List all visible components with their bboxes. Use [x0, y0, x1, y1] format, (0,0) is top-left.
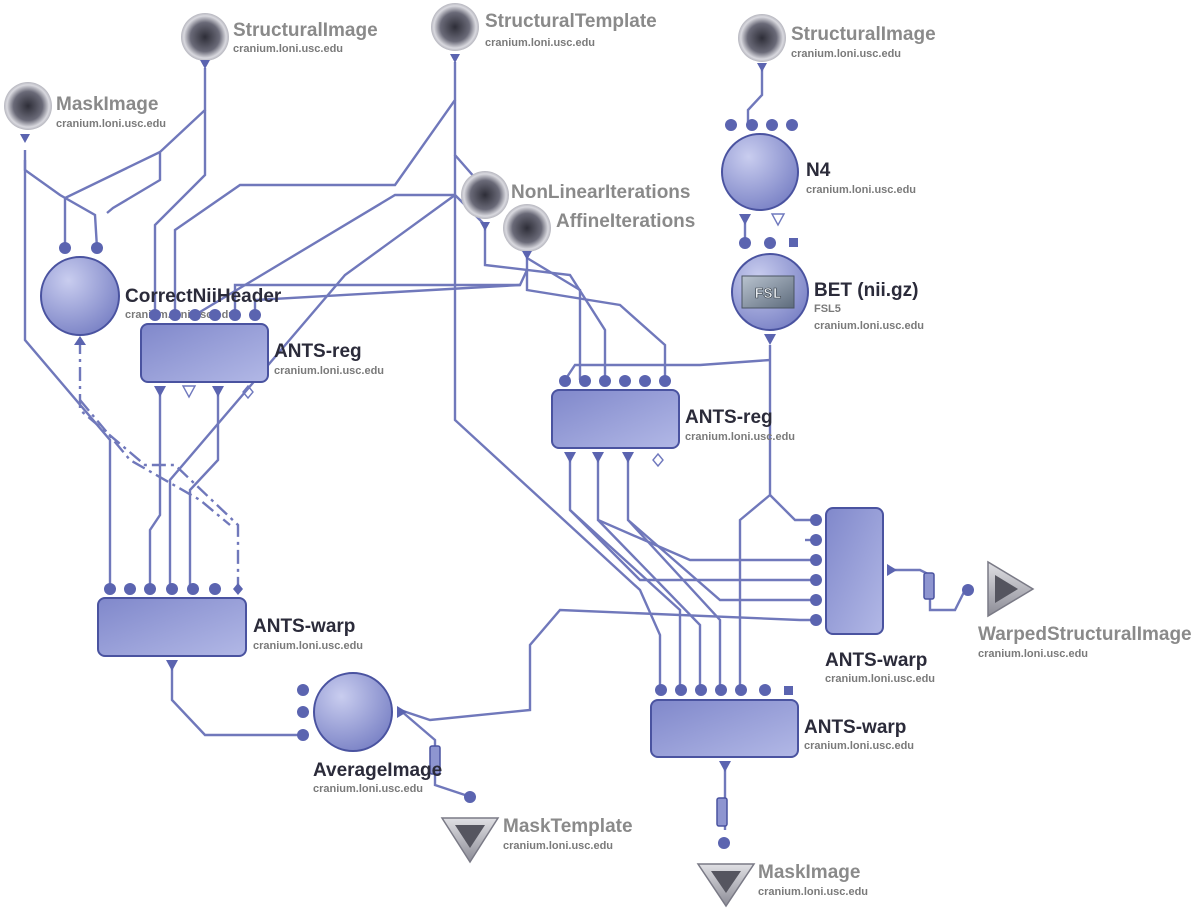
- io-mask-image-in[interactable]: MaskImage cranium.loni.usc.edu: [4, 82, 166, 143]
- module-box: [825, 507, 884, 635]
- module-ants-warp-2[interactable]: ANTS-warp cranium.loni.usc.edu: [810, 507, 974, 685]
- io-host: cranium.loni.usc.edu: [758, 886, 868, 898]
- converter-icon: [716, 797, 728, 827]
- io-mask-image-out[interactable]: MaskImage cranium.loni.usc.edu: [696, 862, 868, 908]
- module-box: [650, 699, 799, 758]
- module-label: N4: [806, 160, 831, 181]
- module-box: [140, 323, 269, 383]
- connection-wires: [23, 62, 967, 830]
- io-label: StructuralImage: [233, 20, 378, 41]
- io-host: cranium.loni.usc.edu: [485, 37, 595, 49]
- module-host: cranium.loni.usc.edu: [685, 431, 795, 443]
- module-label: ANTS-warp: [253, 616, 355, 637]
- module-average-image[interactable]: AverageImage cranium.loni.usc.edu: [297, 672, 476, 803]
- module-ants-warp-1[interactable]: ANTS-warp cranium.loni.usc.edu: [97, 583, 363, 671]
- io-label: StructuralTemplate: [485, 11, 657, 32]
- io-affine-iterations[interactable]: AffineIterations: [480, 204, 695, 260]
- converter-icon: [429, 745, 441, 775]
- io-label: MaskTemplate: [503, 816, 633, 837]
- input-disk-icon: [431, 3, 479, 51]
- module-sub: FSL5: [814, 303, 841, 315]
- module-label: BET (nii.gz): [814, 280, 918, 301]
- io-label: StructuralImage: [791, 24, 936, 45]
- io-nonlinear-iterations[interactable]: NonLinearIterations: [461, 171, 690, 219]
- module-ants-reg-2[interactable]: ANTS-reg cranium.loni.usc.edu: [551, 375, 795, 468]
- io-label: MaskImage: [758, 862, 860, 883]
- module-label: CorrectNiiHeader: [125, 286, 282, 307]
- module-ants-warp-3[interactable]: ANTS-warp cranium.loni.usc.edu: [650, 684, 914, 849]
- module-label: ANTS-reg: [685, 407, 773, 428]
- io-label: WarpedStructuralImage: [978, 624, 1192, 645]
- input-disk-icon: [503, 204, 551, 252]
- io-label: MaskImage: [56, 94, 158, 115]
- io-host: cranium.loni.usc.edu: [56, 118, 166, 130]
- module-host: cranium.loni.usc.edu: [825, 673, 935, 685]
- io-label: AffineIterations: [556, 211, 695, 232]
- module-box: [551, 389, 680, 449]
- io-host: cranium.loni.usc.edu: [791, 48, 901, 60]
- module-ball-icon: [721, 133, 799, 211]
- module-host: cranium.loni.usc.edu: [253, 640, 363, 652]
- input-disk-icon: [738, 14, 786, 62]
- module-label: ANTS-reg: [274, 341, 362, 362]
- io-warped-structural-image[interactable]: WarpedStructuralImage cranium.loni.usc.e…: [978, 560, 1192, 660]
- module-box: [97, 597, 247, 657]
- io-structural-image-2[interactable]: StructuralImage cranium.loni.usc.edu: [738, 14, 936, 72]
- module-label: ANTS-warp: [825, 650, 927, 671]
- input-disk-icon: [4, 82, 52, 130]
- module-label: ANTS-warp: [804, 717, 906, 738]
- module-host: cranium.loni.usc.edu: [313, 783, 423, 795]
- module-ball-icon: [313, 672, 393, 752]
- io-label: NonLinearIterations: [511, 182, 690, 203]
- io-structural-template[interactable]: StructuralTemplate cranium.loni.usc.edu: [431, 3, 657, 63]
- module-host: cranium.loni.usc.edu: [814, 320, 924, 332]
- svg-text:FSL: FSL: [754, 286, 781, 303]
- io-structural-image-1[interactable]: StructuralImage cranium.loni.usc.edu: [181, 13, 378, 69]
- module-host: cranium.loni.usc.edu: [804, 740, 914, 752]
- io-mask-template[interactable]: MaskTemplate cranium.loni.usc.edu: [440, 816, 633, 864]
- module-host: cranium.loni.usc.edu: [274, 365, 384, 377]
- io-host: cranium.loni.usc.edu: [233, 43, 343, 55]
- module-n4[interactable]: N4 cranium.loni.usc.edu: [721, 119, 916, 227]
- input-disk-icon: [461, 171, 509, 219]
- module-ants-reg-1[interactable]: ANTS-reg cranium.loni.usc.edu: [140, 309, 384, 400]
- fsl-logo-icon: [741, 275, 795, 309]
- module-bet[interactable]: FSL BET (nii.gz) FSL5 cranium.loni.usc.e…: [731, 237, 924, 345]
- converter-icon: [923, 572, 935, 600]
- input-disk-icon: [181, 13, 229, 61]
- module-ball-icon: [40, 256, 120, 336]
- io-host: cranium.loni.usc.edu: [503, 840, 613, 852]
- module-label: AverageImage: [313, 760, 442, 781]
- module-host: cranium.loni.usc.edu: [806, 184, 916, 196]
- io-host: cranium.loni.usc.edu: [978, 648, 1088, 660]
